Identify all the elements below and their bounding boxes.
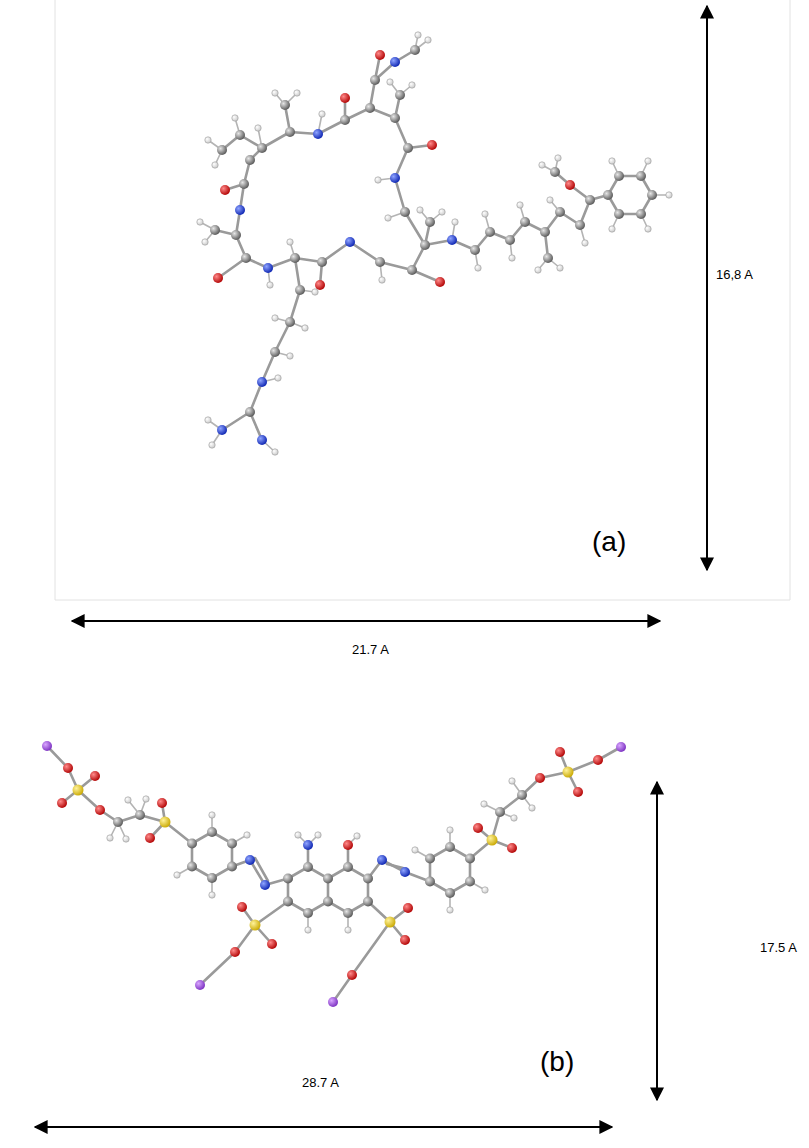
panel-frame [55,0,790,600]
dimension-label: 21.7 A [352,643,389,658]
cyclic-peptide-molecule [197,32,672,455]
height-arrow [656,782,658,1100]
dimension-label: 17.5 A [760,941,797,956]
panel-label: (a) [592,526,626,558]
dimension-label: 16,8 A [716,268,753,283]
width-arrow [72,620,660,622]
height-arrow [706,6,708,570]
reactive-dye-molecule [42,741,626,1007]
dimension-label: 28.7 A [302,1076,339,1091]
width-arrow [35,1126,612,1128]
panel-label: (b) [540,1046,574,1078]
